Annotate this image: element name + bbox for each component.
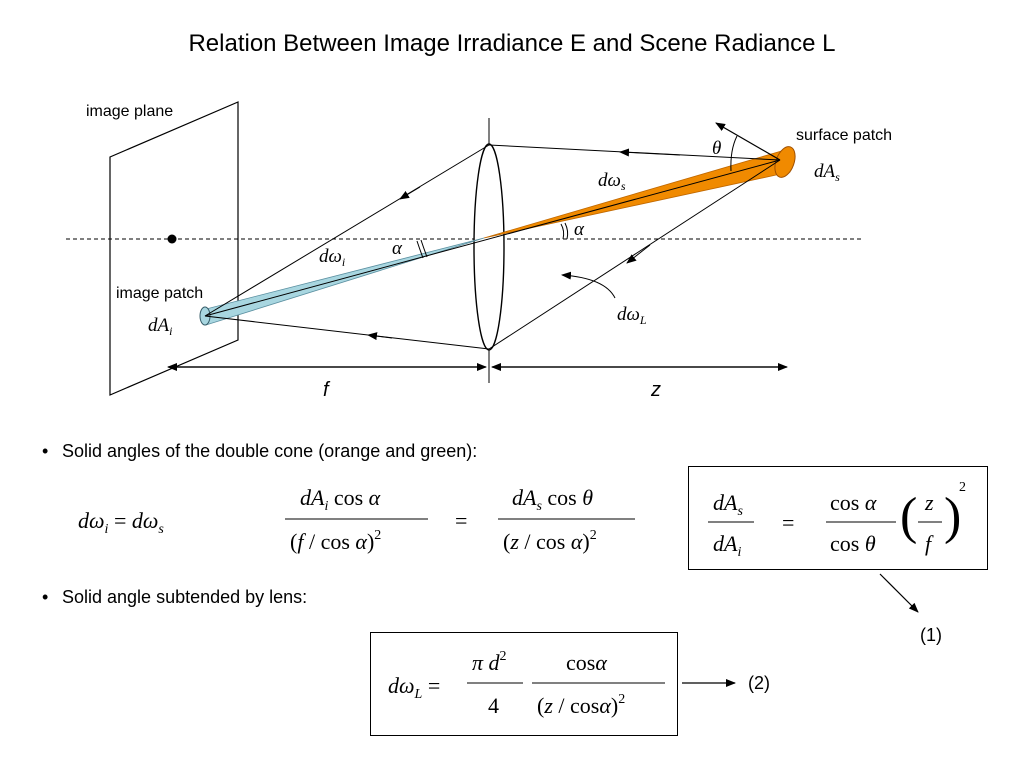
eq1-pointer-arrow xyxy=(879,573,919,613)
bullet-lens-angle: • Solid angle subtended by lens: xyxy=(42,587,307,608)
box2-denominator: (z / cosα)2 xyxy=(537,692,625,718)
alpha-arc-left xyxy=(416,240,424,259)
equation-equals: = xyxy=(455,508,467,533)
equation-mid1-numerator: dAi cos α xyxy=(300,485,381,514)
box1-lhs-numerator: dAs xyxy=(713,490,743,519)
box1-z: z xyxy=(924,490,934,515)
surface-patch-label: surface patch xyxy=(796,127,892,144)
z-label: z xyxy=(650,379,661,401)
equation-mid2-denominator: (z / cos α)2 xyxy=(503,528,597,554)
image-patch-label: image patch xyxy=(116,285,203,302)
equation-box-1 xyxy=(688,466,988,570)
bullet-dot: • xyxy=(42,587,49,607)
surface-patch xyxy=(774,146,796,178)
equation-mid1-denominator: (f / cos α)2 xyxy=(290,528,381,554)
alpha-arc-right-2 xyxy=(564,222,569,240)
bullet-solid-angles: • Solid angles of the double cone (orange… xyxy=(42,441,477,462)
theta-arc xyxy=(730,135,738,172)
alpha-arc-left-2 xyxy=(420,239,428,258)
da-i-sub: i xyxy=(169,324,172,338)
equation-left: dωi = dωs xyxy=(78,508,164,537)
ray-lens-bottom-to-image xyxy=(204,315,490,350)
ray-arrow-bottom-left xyxy=(367,332,393,341)
ray-lens-top-to-image xyxy=(204,144,490,317)
domega-i-label: dωi xyxy=(319,246,345,269)
theta-label: θ xyxy=(712,138,721,159)
equation-number-1: (1) xyxy=(920,625,942,645)
domega-s-label: dωs xyxy=(598,170,626,193)
bullet-text: Solid angle subtended by lens: xyxy=(62,587,308,607)
domega-s-base: dω xyxy=(598,170,621,191)
alpha-label-left: α xyxy=(392,238,403,259)
image-plane xyxy=(109,101,239,396)
image-plane-label: image plane xyxy=(86,103,173,120)
box2-lhs: dωL = xyxy=(388,673,440,702)
box2-pi-d2: π d2 xyxy=(472,649,507,675)
f-label: f xyxy=(323,379,331,401)
slide-title: Relation Between Image Irradiance E and … xyxy=(188,30,836,57)
principal-point xyxy=(167,234,177,244)
domega-l-sub: L xyxy=(639,313,647,327)
da-s-base: dA xyxy=(814,161,836,182)
box1-f: f xyxy=(925,531,934,556)
domega-i-sub: i xyxy=(342,255,345,269)
da-s-label: dAs xyxy=(814,161,840,184)
domega-l-label: dωL xyxy=(617,304,647,327)
box2-cos-alpha: cosα xyxy=(566,650,607,675)
da-i-base: dA xyxy=(148,315,170,336)
da-s-sub: s xyxy=(835,170,840,184)
alpha-label-right: α xyxy=(574,219,585,240)
bullet-text: Solid angles of the double cone (orange … xyxy=(62,441,478,461)
ray-arrow-top-left xyxy=(399,186,421,200)
box1-equals: = xyxy=(782,510,794,535)
box1-paren-right: ) xyxy=(944,488,961,545)
surface-normal xyxy=(715,122,781,161)
domega-l-arrow xyxy=(561,271,616,299)
box1-lhs-denominator: dAi xyxy=(713,531,741,560)
equation-box-2 xyxy=(370,632,678,736)
box1-cos-theta: cos θ xyxy=(830,531,876,556)
box1-exponent: 2 xyxy=(959,480,966,495)
ray-arrow-top-right xyxy=(619,148,681,157)
bullet-dot: • xyxy=(42,441,49,461)
chief-ray xyxy=(204,159,781,317)
ray-arrow-bottom-right xyxy=(626,244,651,264)
domega-i-base: dω xyxy=(319,246,342,267)
box1-paren-left: ( xyxy=(900,488,917,545)
domega-l-base: dω xyxy=(617,304,640,325)
equation-mid2-numerator: dAs cos θ xyxy=(512,485,593,514)
box2-four: 4 xyxy=(488,693,499,718)
equation-number-2: (2) xyxy=(748,673,770,693)
box1-cos-alpha: cos α xyxy=(830,490,877,515)
lens xyxy=(473,143,505,351)
alpha-arc-right xyxy=(560,223,565,240)
da-i-label: dAi xyxy=(148,315,172,338)
domega-s-sub: s xyxy=(621,179,626,193)
